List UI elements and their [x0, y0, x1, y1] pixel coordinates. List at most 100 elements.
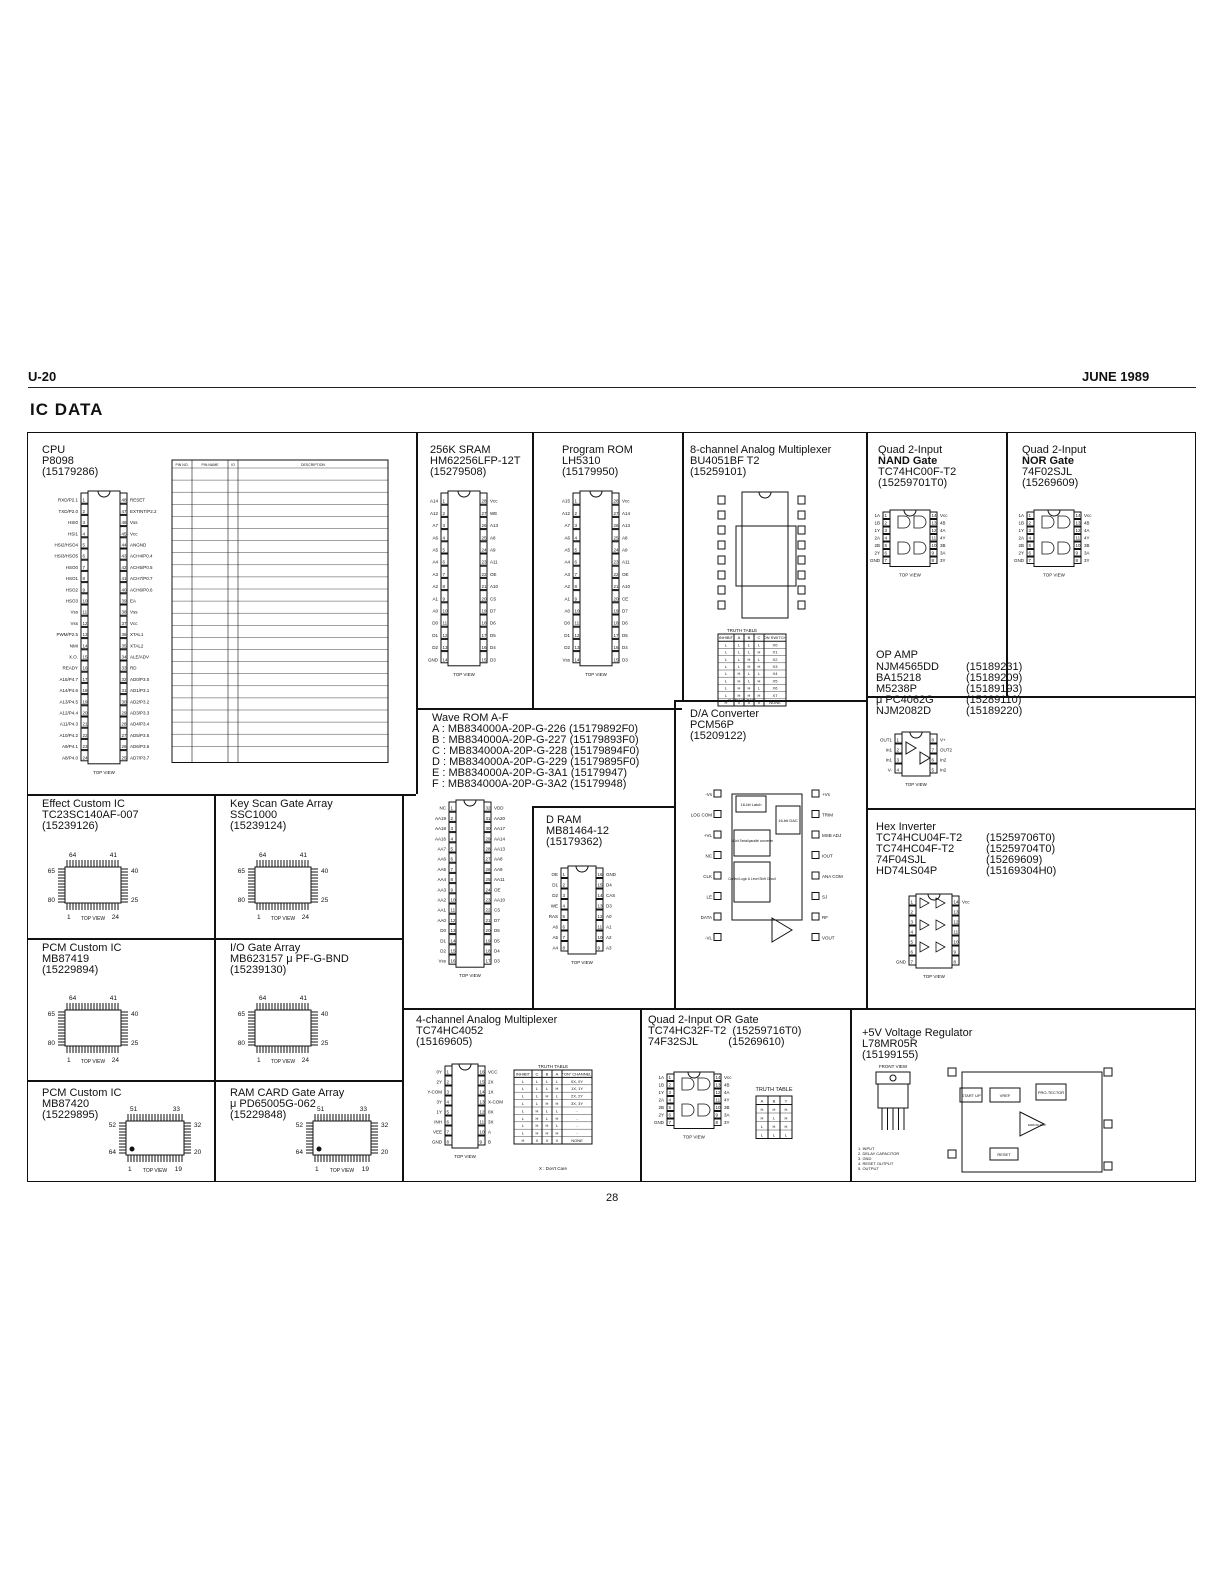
- page-header-right: JUNE 1989: [1082, 369, 1150, 384]
- sram-pin: [479, 529, 488, 542]
- mux8-truth-table-cell: L: [758, 657, 761, 662]
- opamp-pin: [929, 733, 938, 744]
- waverom-pin: [448, 913, 457, 924]
- nor-top-view: TOP VIEW: [1043, 573, 1066, 578]
- cpu-pin: [80, 582, 89, 594]
- cpu-pin: [119, 671, 128, 683]
- cpu-pin: [80, 492, 89, 504]
- pcm2-qfp-pin-number: 51: [130, 1106, 138, 1113]
- opamp-pin-number: 6: [932, 758, 935, 763]
- nor-pin-label: 2A: [1018, 536, 1024, 541]
- waverom-pin: [483, 923, 492, 935]
- cpu-pin-number: 22: [83, 733, 89, 738]
- dac-part: PCM56P: [690, 719, 735, 731]
- waverom-pin-number: 16: [451, 959, 457, 964]
- effect-qfp-body: [64, 866, 122, 904]
- mux8-code: (15259101): [690, 466, 747, 478]
- mux8-switch-block: [735, 525, 797, 587]
- or-truth-table-cell: H: [761, 1116, 764, 1121]
- sram-pin-number: 17: [482, 633, 488, 638]
- divider: [640, 1008, 642, 1182]
- dac-opamp: [771, 917, 793, 943]
- prom-pin-number: 24: [614, 548, 620, 553]
- dram-top-view: TOP VIEW: [571, 960, 594, 965]
- mux4-truth-table-cell: 3X, 3Y: [571, 1101, 583, 1106]
- dram-pin-label: A2: [606, 935, 612, 940]
- nand-pin: [882, 549, 891, 557]
- waverom-pin-number: 7: [451, 867, 454, 872]
- prom-pin-label: A0: [564, 609, 570, 614]
- sram-pin: [440, 590, 449, 603]
- cpu-pin-label: HSO1: [66, 576, 79, 581]
- waverom-pin-label: AA16: [435, 836, 447, 841]
- reg-pin: [1103, 1161, 1113, 1171]
- dac-pin: [713, 871, 722, 880]
- effect-qfp-pin-number: 24: [112, 914, 120, 921]
- hexinv-part: TC74HC04F-T2: [876, 843, 955, 855]
- prom-body: [579, 490, 613, 667]
- mux8-truth-table-cell: H: [748, 686, 751, 691]
- keyscan-qfp-pin-number: 65: [238, 868, 246, 875]
- mux8-part: BU4051BF T2: [690, 455, 760, 467]
- or-truth-table-cell: H: [773, 1124, 776, 1129]
- prom-part: LH5310: [562, 455, 601, 467]
- prom-pin: [611, 565, 620, 578]
- or-pin: [713, 1088, 722, 1096]
- cpu-pin-label: RD: [130, 666, 137, 671]
- cpu-pin-label: A14/P4.6: [59, 688, 78, 693]
- cpu-pin-label: A12/P4.4: [59, 711, 78, 716]
- hexinv-pin: [908, 925, 917, 936]
- sram-pin-number: 9: [443, 596, 446, 601]
- cpu-pin-number: 21: [83, 722, 89, 727]
- nand-gate-symbol: [897, 515, 911, 529]
- or-pin-label: 2B: [658, 1105, 664, 1110]
- waverom-pin-label: AA6: [437, 857, 446, 862]
- mux4-pin: [444, 1105, 453, 1116]
- waverom-pin-label: D0: [440, 928, 446, 933]
- dac-pin-label: LOG COM: [691, 813, 713, 818]
- mux8-pin: [717, 555, 726, 565]
- nor-gate-symbol: [1057, 541, 1071, 555]
- nand-pin-label: 2Y: [874, 551, 880, 556]
- mux8-truth-table-cell: L: [738, 657, 741, 662]
- cpu-pin-number: 10: [83, 599, 89, 604]
- mux8-truth-table-cell: L: [738, 664, 741, 669]
- reg-block-label: START UP: [961, 1093, 981, 1098]
- mux4-body: [451, 1063, 479, 1149]
- hexinv-pin: [908, 945, 917, 956]
- dram-pin-number: 12: [598, 914, 604, 919]
- sram-pin-label: D6: [490, 621, 496, 626]
- prom-pin-number: 25: [614, 535, 620, 540]
- sram-pin: [479, 577, 488, 591]
- cpu-pin-label: RESET: [130, 498, 145, 503]
- waverom-pin-number: 14: [451, 938, 457, 943]
- prom-pin: [572, 565, 581, 578]
- hexinv-pin: [908, 905, 917, 916]
- reg-block-label: ERROR AMP: [1028, 1123, 1046, 1127]
- dram-pin-label: D3: [606, 904, 612, 909]
- reg-startup: [959, 1087, 983, 1103]
- mux8-truth-table-header: ON SWITCH: [764, 635, 787, 640]
- prom-pin: [611, 614, 620, 627]
- or-notch: [687, 1071, 701, 1079]
- divider: [416, 708, 682, 710]
- opamp-pin-number: 4: [897, 768, 900, 773]
- mux4-truth-table-cell: H: [536, 1131, 539, 1136]
- or-pin-label: 3A: [724, 1113, 730, 1118]
- cpu-pin-number: 40: [122, 587, 128, 592]
- opamp-pin-label: OUT2: [940, 748, 952, 753]
- sram-pin-number: 21: [482, 584, 488, 589]
- mux8-truth-table-cell: H: [758, 664, 761, 669]
- cpu-pin-label: AD0/P3.0: [130, 677, 150, 682]
- cpu-pin-label: ACH5/P0.5: [130, 565, 153, 570]
- cpu-pin: [80, 750, 89, 762]
- sram-pin-number: 28: [482, 499, 488, 504]
- or-truth-table-header: B: [773, 1099, 776, 1104]
- mux4-pin-number: 14: [480, 1090, 486, 1095]
- hexinv-pin-number: 11: [954, 930, 959, 935]
- dram-pin: [595, 941, 604, 952]
- prom-pin-number: 14: [575, 657, 581, 662]
- cpu-pin-label: HSO0: [66, 565, 79, 570]
- cpu-pin: [80, 503, 89, 515]
- cpu-pin: [119, 694, 128, 706]
